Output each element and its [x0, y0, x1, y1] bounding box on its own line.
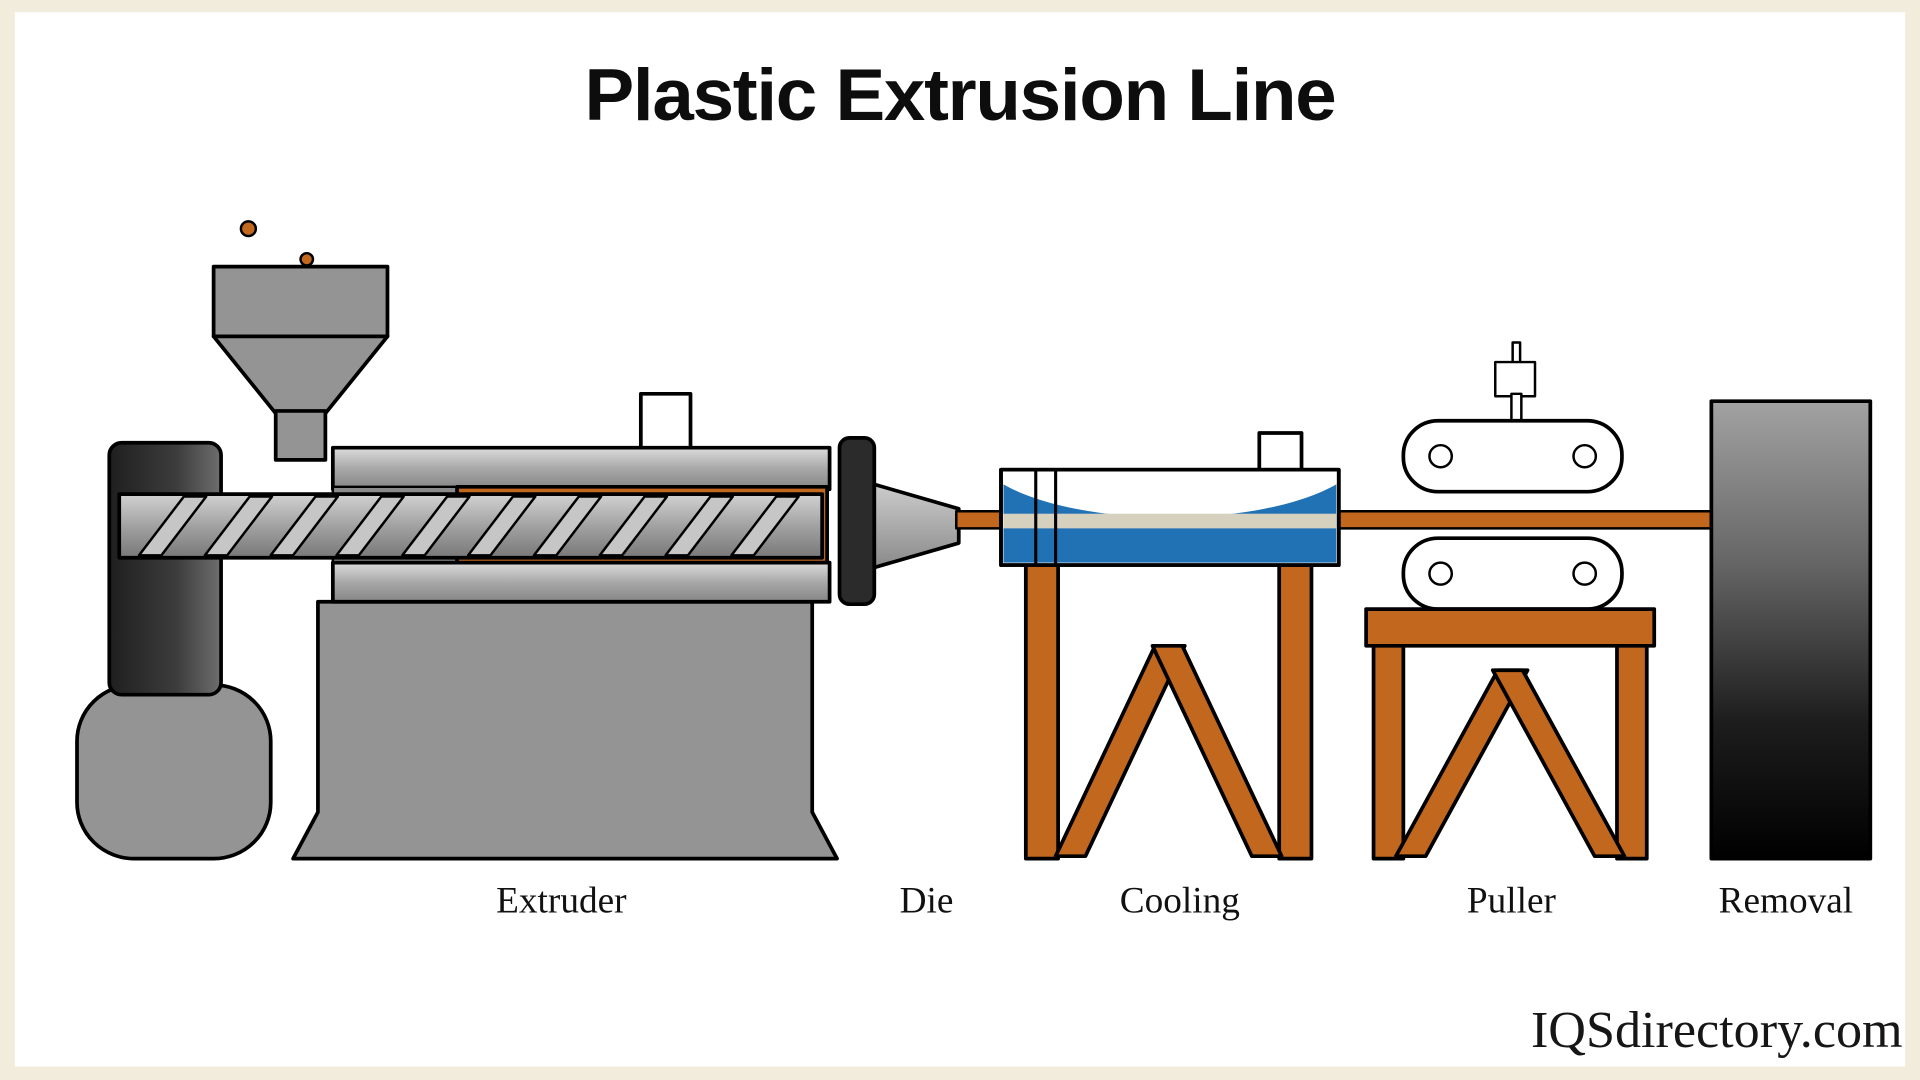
puller-stem-block: [1494, 360, 1537, 398]
motor-housing: [75, 683, 273, 861]
label-removal: Removal: [1719, 880, 1853, 921]
barrel-vent-block: [638, 392, 693, 452]
belt-roller: [1428, 443, 1454, 469]
hopper-neck: [273, 409, 328, 462]
screw-flight: [203, 495, 274, 557]
belt-roller: [1428, 561, 1454, 586]
screw-flight: [137, 495, 208, 557]
plastic-pellet: [299, 251, 315, 267]
puller: [1364, 341, 1657, 861]
extruder-base: [291, 599, 839, 861]
tank-leg-right: [1277, 551, 1314, 861]
screw-flight: [466, 495, 537, 557]
puller-table-top: [1364, 607, 1657, 648]
die: [837, 436, 961, 607]
label-extruder: Extruder: [496, 880, 626, 921]
tank-brace-right: [1150, 643, 1284, 859]
plastic-pellet: [239, 220, 258, 238]
die-flange: [837, 436, 877, 607]
strand-in-water: [1003, 513, 1337, 529]
label-die: Die: [900, 880, 954, 921]
belt-roller: [1572, 443, 1598, 469]
puller-leg-left: [1371, 643, 1406, 861]
tank-leg-left: [1023, 551, 1060, 861]
screw-flight: [269, 495, 340, 557]
tank-top-block: [1257, 431, 1304, 474]
puller-leg-right: [1615, 643, 1649, 861]
removal-roll: [1709, 399, 1873, 861]
screw-flight: [730, 495, 800, 557]
page-title: Plastic Extrusion Line: [584, 53, 1335, 135]
cooling-station: [999, 431, 1341, 861]
barrel-top-wall: [330, 445, 832, 492]
motor-column: [107, 440, 223, 697]
puller-upper-belt: [1401, 418, 1624, 494]
watermark: IQSdirectory.com: [1531, 1002, 1903, 1059]
screw-flight: [401, 495, 471, 557]
screw-flight: [335, 495, 405, 557]
hopper-bin: [211, 264, 390, 339]
puller-brace-right: [1490, 668, 1627, 859]
screw-flight: [532, 495, 603, 557]
tank-outline: [999, 467, 1341, 567]
belt-roller: [1572, 561, 1598, 586]
puller-brace-left: [1394, 668, 1530, 859]
die-cone: [872, 482, 961, 570]
tank-brace-left: [1053, 643, 1187, 859]
screw-flight: [598, 495, 669, 557]
label-puller: Puller: [1467, 880, 1556, 921]
screw-flight: [664, 495, 734, 557]
label-cooling: Cooling: [1120, 880, 1240, 921]
extruder-screw: [117, 492, 825, 560]
hopper: [211, 220, 390, 462]
barrel-bottom-wall: [330, 560, 832, 604]
